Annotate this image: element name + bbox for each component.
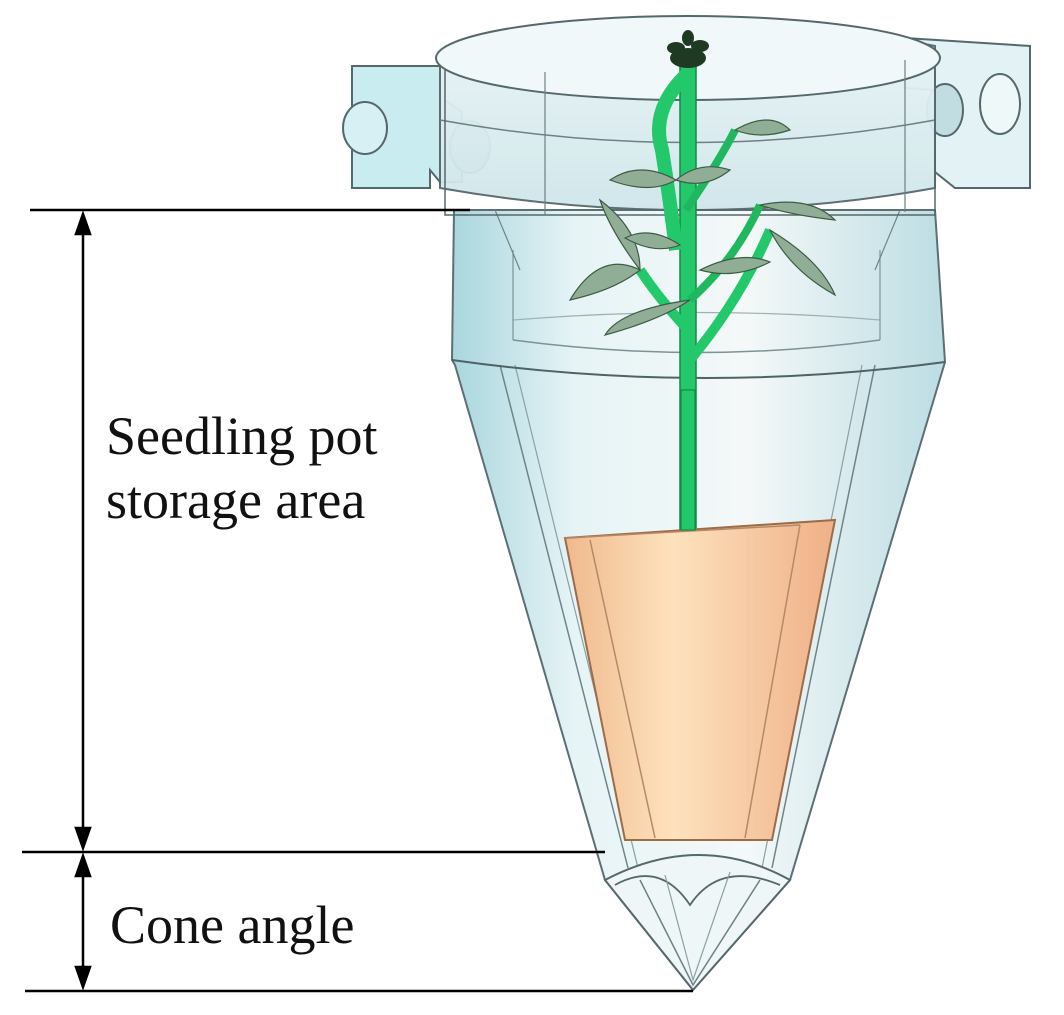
storage-area-label: Seedling pot storage area bbox=[106, 404, 377, 532]
arrow-up-icon bbox=[74, 210, 92, 236]
arrow-up-icon bbox=[74, 852, 92, 878]
arrow-down-icon bbox=[74, 826, 92, 852]
storage-area-label-line2: storage area bbox=[106, 470, 366, 530]
seedling-pot bbox=[563, 389, 837, 841]
arrow-down-icon bbox=[74, 965, 92, 991]
cone-angle-label: Cone angle bbox=[110, 895, 355, 955]
cone-tip bbox=[603, 854, 792, 992]
storage-area-label-line1: Seedling pot bbox=[106, 406, 378, 466]
dimension-lines bbox=[22, 208, 693, 993]
